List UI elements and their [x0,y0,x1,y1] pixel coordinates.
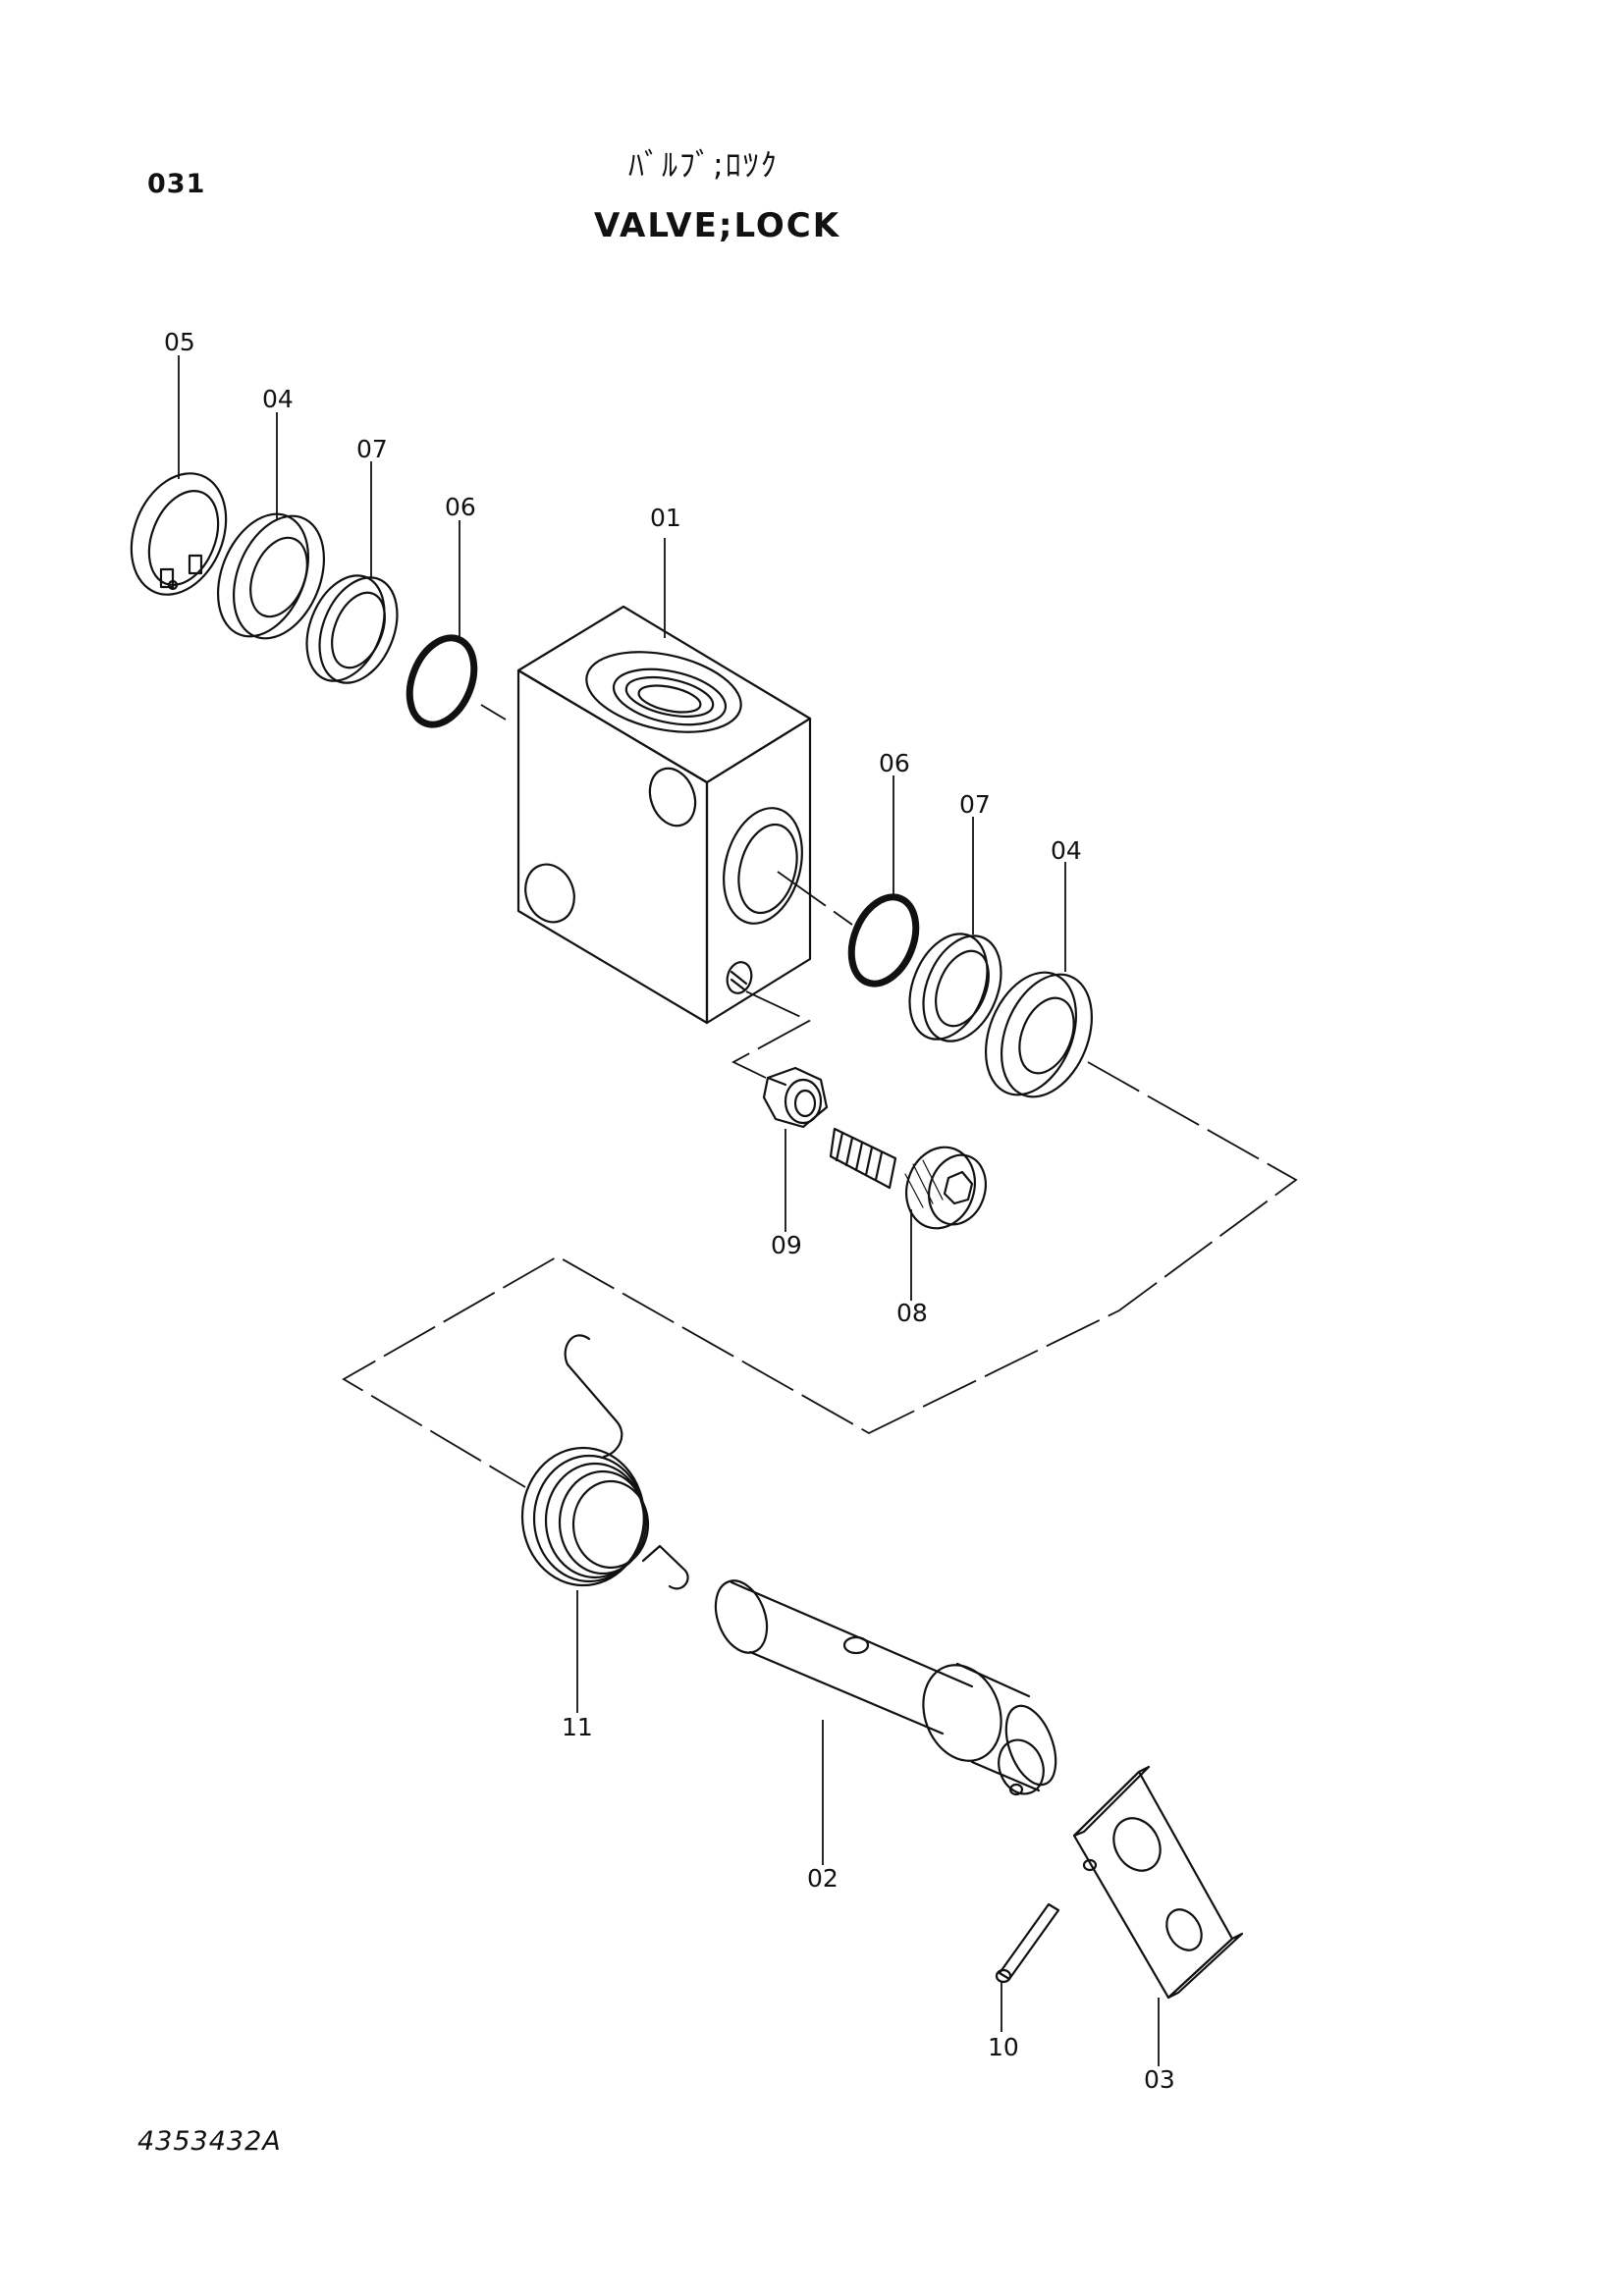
title-japanese: ﾊﾞﾙﾌﾞ;ﾛﾂｸ [628,146,779,184]
part-04-washer-upper [216,512,326,640]
callout-labels: 05 04 07 06 01 06 07 04 09 08 11 02 10 0… [164,328,1175,2094]
part-11-torsion-spring [520,1334,689,1590]
callout-02: 02 [807,1864,839,1893]
page-number: 031 [147,169,206,199]
callout-07-upper: 07 [356,435,388,463]
part-01-valve-body [516,605,812,1025]
title-english: VALVE;LOCK [594,206,841,245]
part-10-pin [995,1902,1060,1984]
callout-04-upper: 04 [262,385,294,413]
callout-06-lower: 06 [879,749,910,777]
part-07-ring-lower [908,933,1002,1042]
part-06-o-ring-upper [406,634,478,728]
callout-01: 01 [650,504,681,532]
callout-11: 11 [562,1713,593,1741]
callout-05: 05 [164,328,195,356]
callout-09: 09 [771,1231,802,1259]
drawing-number: 4353432A [137,2126,282,2157]
dashed-assembly-lines [342,704,1298,1488]
part-02-shaft [714,1579,1057,1796]
part-08-cap-screw [829,1127,987,1230]
callout-07-lower: 07 [959,790,991,819]
part-03-lever-plate [1072,1765,1244,2000]
part-09-hex-nut [762,1066,829,1129]
callout-08: 08 [896,1299,928,1327]
callout-10: 10 [988,2033,1019,2061]
callout-03: 03 [1144,2065,1175,2094]
part-04-washer-lower [984,971,1094,1098]
callout-04-lower: 04 [1051,836,1082,865]
leader-lines [178,355,1160,2066]
callout-06-upper: 06 [445,493,476,521]
part-06-o-ring-lower [847,893,920,988]
part-05-snap-ring [130,472,228,596]
part-07-ring-upper [305,574,399,684]
